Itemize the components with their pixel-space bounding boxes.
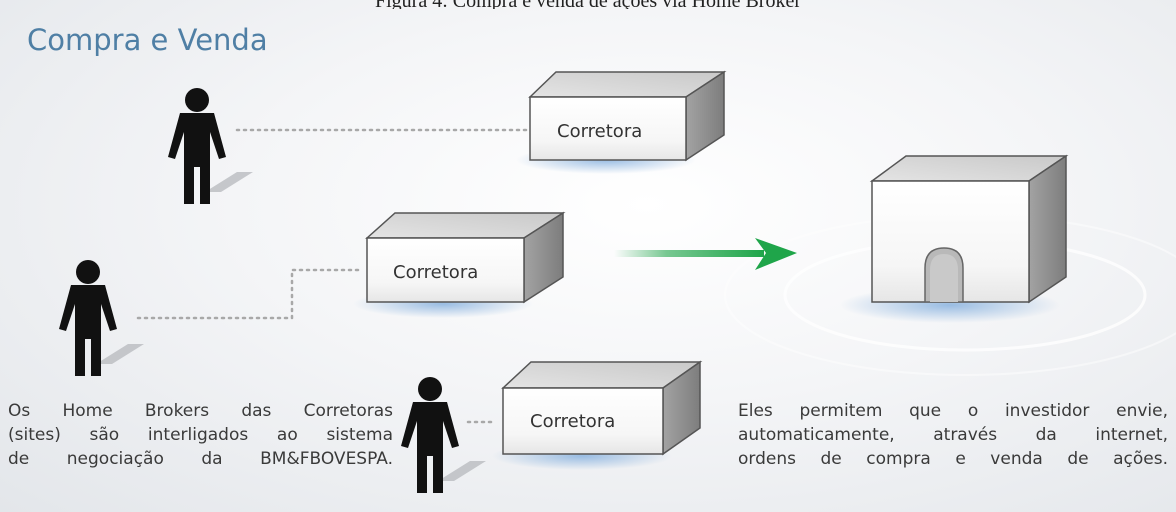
- right-description-line: Eles permitem que o investidor envie,: [738, 401, 1168, 421]
- exchange-building-icon: [869, 154, 1069, 304]
- right-description: Eles permitem que o investidor envie, au…: [738, 399, 1168, 471]
- person-icon: [168, 88, 253, 204]
- broker-box-icon: Corretora: [528, 70, 727, 162]
- left-description-line: (sites) são interligados ao sistema: [8, 425, 393, 445]
- left-description: Os Home Brokers das Corretoras (sites) s…: [8, 399, 393, 471]
- figure-caption: Figura 4: Compra e venda de ações via Ho…: [0, 0, 1176, 9]
- arrow-right-icon: [614, 238, 797, 270]
- left-description-line: Os Home Brokers das Corretoras: [8, 401, 393, 421]
- broker-label: Corretora: [530, 411, 615, 432]
- person-icon: [59, 260, 144, 376]
- broker-label: Corretora: [393, 262, 478, 283]
- right-description-line: ordens de compra e venda de ações.: [738, 449, 1168, 469]
- connector-lines: [136, 128, 529, 424]
- broker-label: Corretora: [557, 121, 642, 142]
- broker-box-icon: Corretora: [365, 211, 566, 304]
- person-icon: [401, 377, 486, 493]
- left-description-line: de negociação da BM&FBOVESPA.: [8, 449, 393, 469]
- broker-box-icon: Corretora: [501, 360, 703, 456]
- diagram-title: Compra e Venda: [27, 23, 268, 57]
- right-description-line: automaticamente, através da internet,: [738, 425, 1168, 445]
- connector-line-middle: [136, 268, 364, 320]
